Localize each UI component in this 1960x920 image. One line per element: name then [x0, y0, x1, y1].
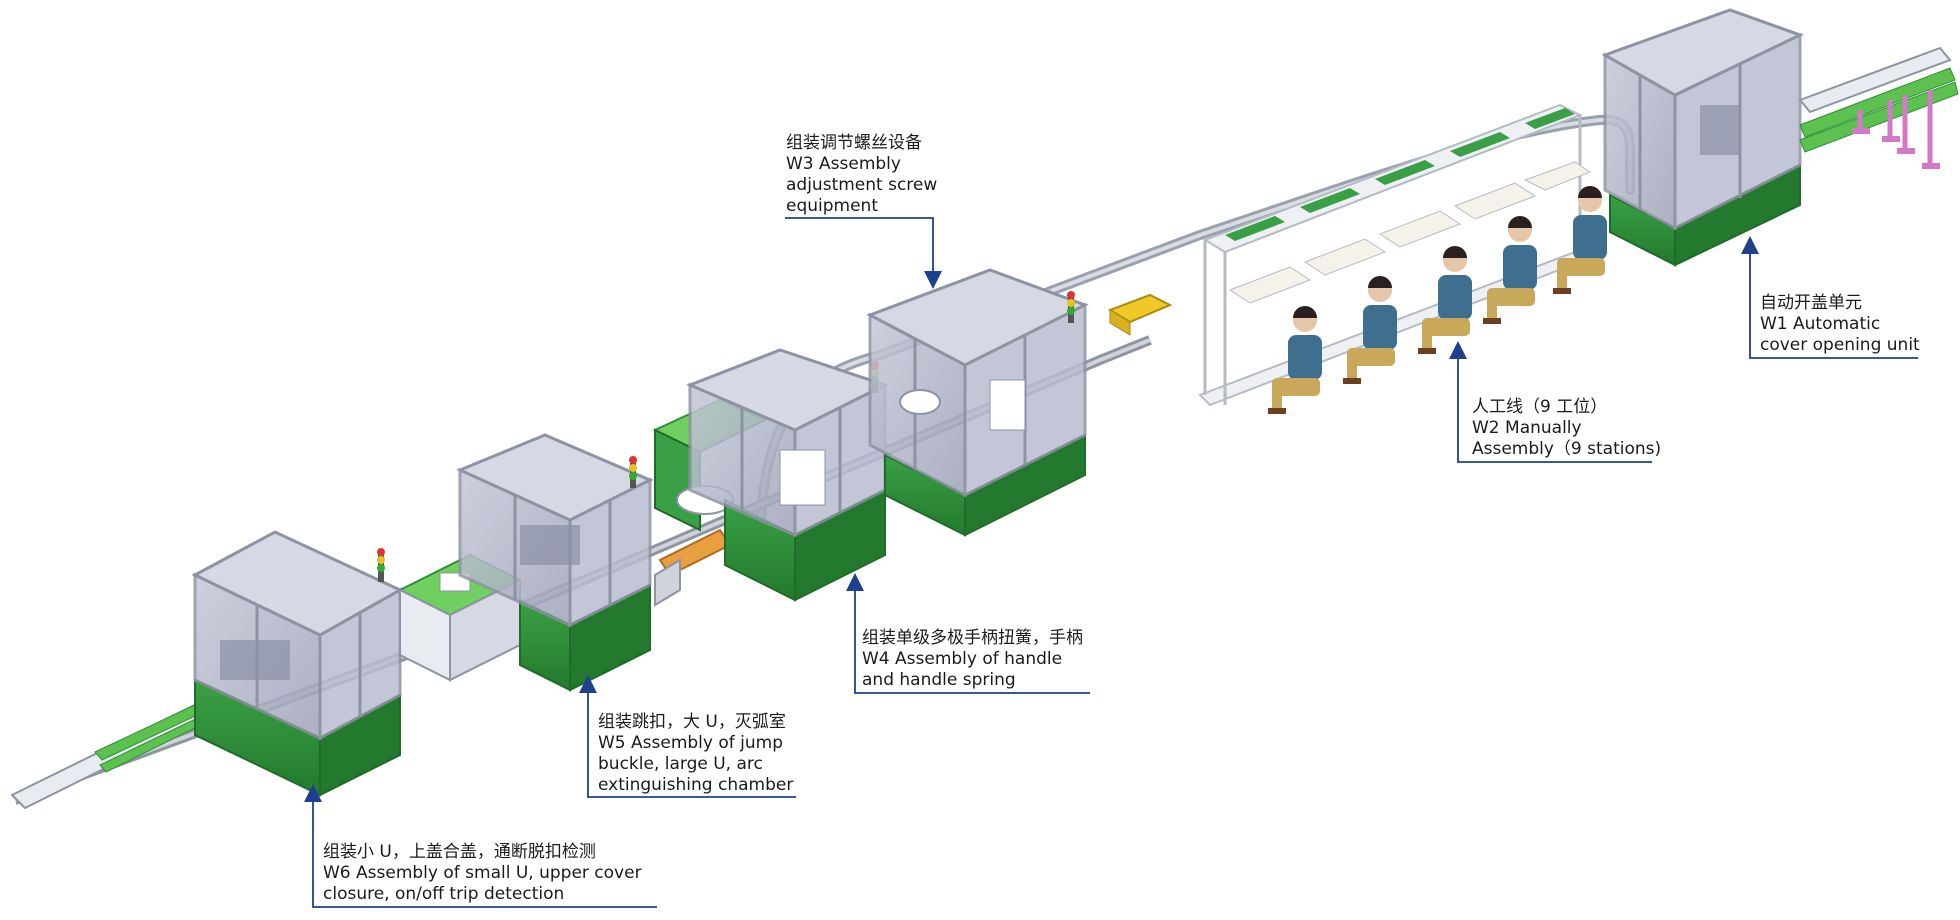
label-w2-line-1: 人工线（9 工位）	[1472, 397, 1608, 417]
label-w4-line-1: 组装单级多极手柄扭簧，手柄	[862, 628, 1083, 648]
operator-5	[1553, 186, 1607, 294]
machine-w6	[191, 530, 404, 797]
label-w6-line-3: closure, on/off trip detection	[323, 884, 565, 904]
label-w5-line-4: extinguishing chamber	[598, 775, 794, 795]
label-w5: 组装跳扣，大 U，灭弧室 W5 Assembly of jump buckle,…	[598, 712, 793, 796]
label-w2-line-3: Assembly（9 stations)	[1472, 439, 1662, 459]
label-w1-line-1: 自动开盖单元	[1760, 293, 1862, 313]
operator-1	[1268, 306, 1322, 414]
label-w6-line-2: W6 Assembly of small U, upper cover	[323, 863, 642, 883]
leader-w4	[846, 573, 1090, 694]
operator-2	[1343, 276, 1397, 384]
leader-w2	[1449, 341, 1652, 463]
operator-3	[1418, 246, 1472, 354]
leader-w5	[579, 675, 796, 798]
label-w3-line-4: equipment	[786, 196, 878, 216]
label-w3-line-1: 组装调节螺丝设备	[786, 133, 922, 153]
leader-w3	[785, 217, 942, 289]
label-w3: 组装调节螺丝设备 W3 Assembly adjustment screw eq…	[786, 133, 937, 217]
label-w5-line-1: 组装跳扣，大 U，灭弧室	[598, 712, 786, 732]
leader-lines	[304, 217, 1918, 908]
label-w1-line-2: W1 Automatic	[1760, 314, 1881, 334]
label-w5-line-2: W5 Assembly of jump	[598, 733, 784, 753]
entry-belt	[10, 698, 220, 810]
label-w3-line-2: W3 Assembly	[786, 154, 901, 174]
label-w3-line-3: adjustment screw	[786, 175, 938, 195]
label-w4: 组装单级多极手柄扭簧，手柄 W4 Assembly of handle and …	[862, 628, 1083, 691]
operator-4	[1483, 216, 1537, 324]
label-w5-line-3: buckle, large U, arc	[598, 754, 763, 774]
label-w2-line-2: W2 Manually	[1472, 418, 1582, 438]
output-conveyors	[1798, 46, 1959, 169]
machine-w4	[686, 348, 889, 602]
label-w2: 人工线（9 工位） W2 Manually Assembly（9 station…	[1472, 397, 1661, 460]
yellow-feeder	[1107, 293, 1173, 336]
label-w4-line-2: W4 Assembly of handle	[862, 649, 1063, 669]
label-w6: 组装小 U，上盖合盖，通断脱扣检测 W6 Assembly of small U…	[323, 842, 642, 905]
label-w4-line-3: and handle spring	[862, 670, 1016, 690]
leader-w6	[304, 784, 657, 908]
label-w1-line-3: cover opening unit	[1760, 335, 1920, 355]
label-w1: 自动开盖单元 W1 Automatic cover opening unit	[1760, 293, 1920, 356]
machine-w3	[866, 268, 1089, 537]
operators	[1268, 186, 1607, 414]
leader-w1	[1741, 236, 1918, 359]
label-w6-line-1: 组装小 U，上盖合盖，通断脱扣检测	[323, 842, 596, 862]
machine-w1	[1601, 8, 1804, 267]
machine-w5	[456, 433, 654, 692]
